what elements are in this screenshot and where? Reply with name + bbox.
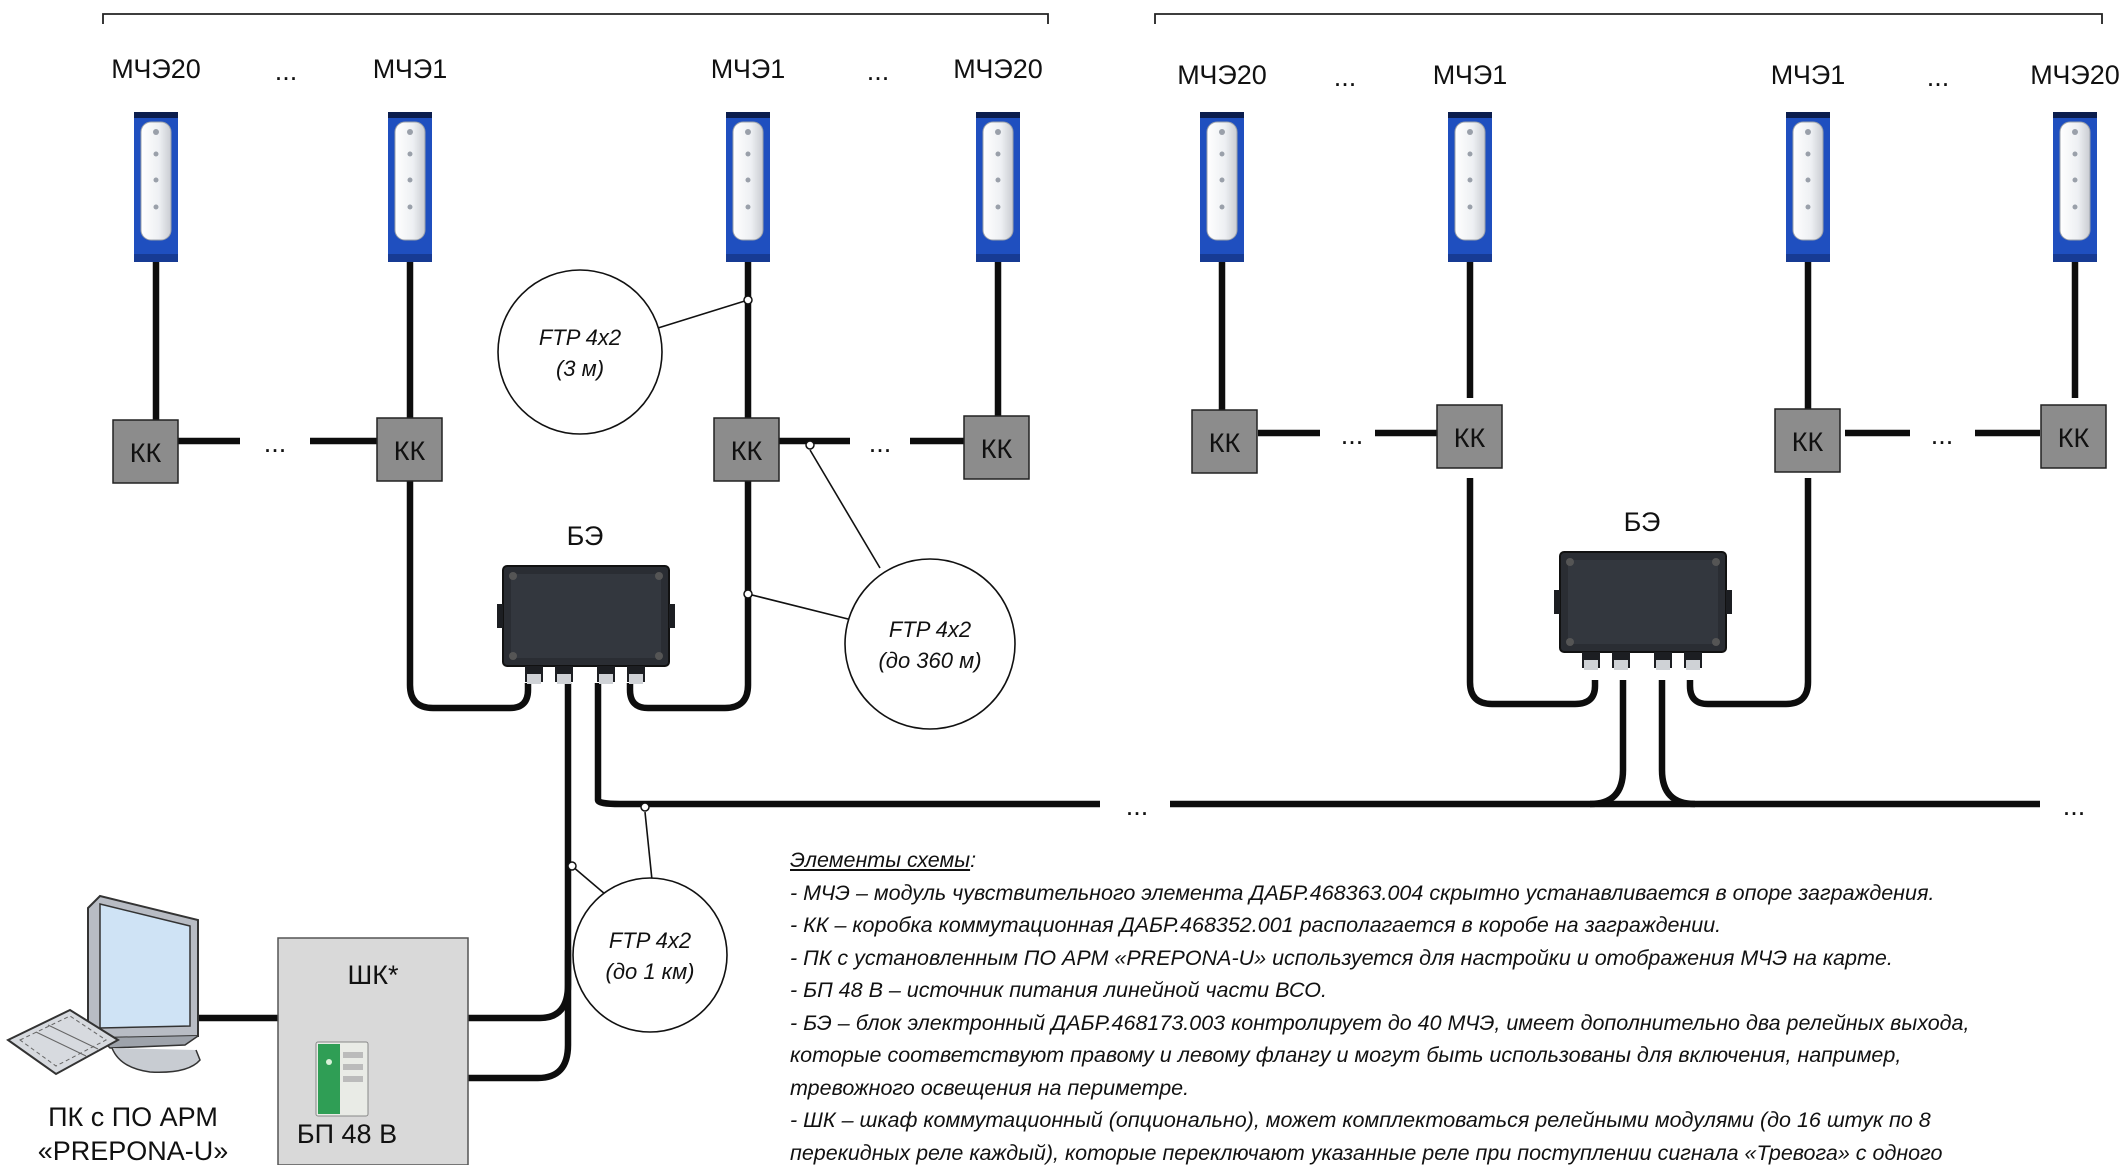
be-label: БЭ <box>567 521 604 551</box>
kk-box: КК <box>963 415 1030 480</box>
legend-item: тревожного освещения на периметре. <box>790 1075 1190 1100</box>
ftp-callout-line2: (до 1 км) <box>606 959 695 984</box>
legend-item: - ПК с установленным ПО АРМ «PREPONA-U» … <box>790 945 1893 970</box>
sensor-mche1-right-right <box>1785 111 1831 263</box>
legend-item: - КК – коробка коммутационная ДАБР.46835… <box>790 913 1722 937</box>
ftp-callout-line2: (3 м) <box>556 356 604 381</box>
kk-box: КК <box>1191 409 1258 474</box>
sensor-mche1-right-inner <box>1447 111 1493 263</box>
legend-item: перекидных реле каждый), которые переклю… <box>790 1140 1943 1165</box>
ftp-callout-1km: FTP 4x2 (до 1 км) <box>572 877 728 1033</box>
label-mche20: МЧЭ20 <box>953 54 1043 84</box>
label-mche1: МЧЭ1 <box>711 54 786 84</box>
kk-label: КК <box>1792 427 1824 457</box>
label-ellipsis: ... <box>275 56 298 86</box>
trunk-ellipsis: ... <box>2063 791 2086 821</box>
pc-label-line2: «PREPONA-U» <box>38 1136 229 1165</box>
be-label: БЭ <box>1624 507 1661 537</box>
pc-label-line1: ПК с ПО АРМ <box>48 1102 218 1132</box>
kk-box: КК <box>112 419 179 484</box>
sensor-mche20-right-right <box>2052 111 2098 263</box>
label-mche20: МЧЭ20 <box>2030 60 2120 90</box>
kk-label: КК <box>981 434 1013 464</box>
ftp-callout-line2: (до 360 м) <box>878 648 981 673</box>
sensor-mche20-left-outer <box>133 111 179 263</box>
legend-title-row: Элементы схемы: <box>790 844 2120 877</box>
kk-label: КК <box>1209 428 1241 458</box>
chain-ellipses: ... ... ... ... ... ... <box>264 420 2086 821</box>
legend: Элементы схемы: - МЧЭ – модуль чувствите… <box>790 844 2120 1169</box>
ftp-callout-line1: FTP 4x2 <box>609 928 691 953</box>
sensor-labels: МЧЭ20 ... МЧЭ1 МЧЭ1 ... МЧЭ20 МЧЭ20 ... … <box>111 54 2120 92</box>
pc-workstation: ПК с ПО АРМ «PREPONA-U» <box>6 894 229 1166</box>
shk-cabinet: ШК* БП 48 В <box>277 937 469 1166</box>
kk-label: КК <box>731 436 763 466</box>
legend-item: - БП 48 В – источник питания линейной ча… <box>790 978 1327 1002</box>
label-ellipsis: ... <box>1334 62 1357 92</box>
chain-ellipsis: ... <box>869 428 892 458</box>
sensor-mche20-left-right <box>975 111 1021 263</box>
ftp-callout-line1: FTP 4x2 <box>889 617 971 642</box>
kk-box: КК <box>1774 408 1841 473</box>
legend-item: - МЧЭ – модуль чувствительного элемента … <box>790 880 1935 905</box>
chain-ellipsis: ... <box>264 428 287 458</box>
kk-box: КК <box>2040 404 2107 469</box>
chain-ellipsis: ... <box>1931 420 1954 450</box>
ftp-callout-3m: FTP 4x2 (3 м) <box>497 269 663 435</box>
legend-title-colon: : <box>970 848 977 872</box>
monitor-icon <box>87 894 201 1073</box>
label-ellipsis: ... <box>867 56 890 86</box>
sensor-mche1-left-right <box>725 111 771 263</box>
label-ellipsis: ... <box>1927 62 1950 92</box>
legend-title: Элементы схемы <box>790 848 971 872</box>
label-mche1: МЧЭ1 <box>1771 60 1846 90</box>
trunk-ellipsis: ... <box>1126 791 1149 821</box>
label-mche20: МЧЭ20 <box>111 54 201 84</box>
keyboard-icon <box>6 1008 120 1076</box>
label-mche20: МЧЭ20 <box>1177 60 1267 90</box>
kk-box: КК <box>1436 404 1503 469</box>
label-mche1: МЧЭ1 <box>1433 60 1508 90</box>
group-bracket-left <box>102 13 1049 24</box>
kk-box: КК <box>713 417 780 482</box>
group-bracket-right <box>1154 13 2103 24</box>
be-unit-left: БЭ <box>496 521 676 685</box>
psu-device <box>315 1041 369 1117</box>
callout-leaders <box>571 299 881 901</box>
cables <box>152 262 2079 1082</box>
kk-boxes: КК КК КК КК КК КК КК КК <box>112 404 2107 484</box>
chain-ellipsis: ... <box>1341 420 1364 450</box>
kk-label: КК <box>2058 423 2090 453</box>
psu-label: БП 48 В <box>297 1119 397 1149</box>
ftp-callout-360m: FTP 4x2 (до 360 м) <box>844 558 1016 730</box>
sensor-mche20-right-outer <box>1199 111 1245 263</box>
sensor-mche1-left-inner <box>387 111 433 263</box>
legend-item: которые соответствуют правому и левому ф… <box>790 1043 1902 1067</box>
legend-item: - БЭ – блок электронный ДАБР.468173.003 … <box>790 1010 1970 1035</box>
kk-label: КК <box>1454 423 1486 453</box>
kk-label: КК <box>394 436 426 466</box>
legend-item: - ШК – шкаф коммутационный (опционально)… <box>790 1108 1931 1132</box>
kk-label: КК <box>130 438 162 468</box>
shk-label: ШК* <box>348 960 399 990</box>
callout-dots <box>567 295 815 871</box>
label-mche1: МЧЭ1 <box>373 54 448 84</box>
kk-box: КК <box>376 417 443 482</box>
ftp-callout-line1: FTP 4x2 <box>539 325 621 350</box>
be-unit-right: БЭ <box>1553 507 1733 671</box>
